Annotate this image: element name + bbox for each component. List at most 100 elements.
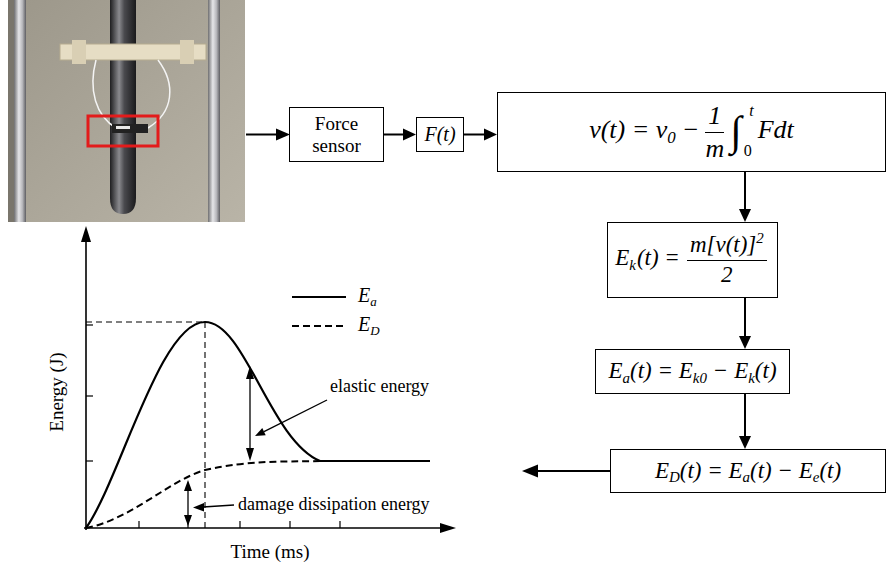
node-content: Ek(t) =m[v(t)]22: [615, 232, 770, 288]
math-text: m: [705, 134, 724, 163]
label-text: Energy (J): [46, 352, 67, 431]
math-text: m[v(t)]: [690, 232, 756, 257]
arrow-line: [246, 134, 278, 136]
subscript: a: [623, 370, 630, 386]
math-text: (t): [755, 358, 777, 383]
clamp-block: [180, 40, 194, 64]
arrow-head: [739, 436, 751, 449]
label-text: Time (ms): [230, 541, 309, 562]
photo-background: [8, 0, 245, 222]
guide-line: [204, 322, 205, 528]
connector: [739, 172, 751, 222]
math-text: E: [608, 358, 622, 383]
leader-arrow: [255, 400, 327, 436]
damage-double-arrow: [184, 480, 192, 526]
leader-line: [203, 505, 234, 507]
math-text: 2: [721, 262, 733, 287]
label-text: E: [358, 284, 370, 306]
numerator: m[v(t)]2: [687, 232, 767, 259]
subscript: k0: [693, 370, 707, 386]
formula-box: ED(t) = Ea(t) − Ee(t): [610, 449, 886, 493]
connector-line: [744, 394, 746, 438]
sensor-highlight: [116, 126, 130, 129]
arrow-head: [246, 448, 254, 461]
test-photo: [8, 0, 245, 222]
connector: [739, 394, 751, 449]
guide-rod: [14, 0, 26, 222]
ea-curve: [86, 322, 430, 528]
formula-box: Ek(t) =m[v(t)]22: [607, 222, 778, 298]
math-text: − E: [713, 358, 748, 383]
subscript: D: [669, 469, 680, 485]
subscript: k: [748, 370, 755, 386]
denominator: m: [705, 132, 724, 164]
connector-line: [744, 298, 746, 338]
formula-box: Ea(t) = Ek0 − Ek(t): [595, 349, 790, 394]
legend-label: ED: [358, 313, 380, 335]
superscript: 2: [756, 230, 763, 246]
force-sensor: [112, 124, 148, 133]
arrow-head: [403, 129, 416, 141]
connector: [464, 129, 497, 141]
fraction: m[v(t)]22: [687, 232, 767, 288]
subscript: 0: [667, 128, 675, 147]
subscript: k: [629, 257, 636, 273]
annotation: elastic energy: [330, 377, 429, 397]
math-text: Fdt: [758, 115, 794, 144]
tick: [86, 395, 93, 396]
upper-limit: t: [749, 103, 753, 119]
arrow-line: [187, 490, 188, 516]
axis-arrow: [81, 226, 91, 242]
connector-line: [384, 134, 405, 136]
subscript: e: [813, 469, 820, 485]
leader-arrow: [193, 503, 234, 512]
connector: [384, 129, 416, 141]
numerator: 1: [705, 101, 724, 132]
drop-tube: [110, 0, 136, 214]
annotation: damage dissipation energy: [238, 495, 430, 515]
label-text: damage dissipation energy: [238, 494, 430, 514]
guide-line: [86, 321, 205, 322]
math-text: (t) =: [637, 245, 680, 270]
node-content: v(t) = v0−1m∫t0Fdt: [589, 101, 794, 164]
arrow-head: [193, 503, 204, 512]
axis-arrow: [440, 523, 456, 533]
subscript: D: [370, 323, 379, 338]
label-text: elastic energy: [330, 376, 429, 396]
math-text: E: [615, 245, 629, 270]
arrow-head: [184, 480, 192, 491]
axis-title: Energy (J): [47, 352, 68, 431]
math-text: Force sensor: [312, 113, 361, 156]
elastic-double-arrow: [246, 366, 254, 461]
tick: [138, 521, 139, 528]
math-text: E: [655, 458, 669, 483]
arrow-head: [739, 336, 751, 349]
arrow-head: [522, 465, 538, 478]
energy-chart: [81, 226, 456, 533]
legend-line: [292, 296, 346, 298]
label-text: E: [358, 313, 370, 335]
clamp-block: [72, 40, 86, 64]
guide-rod: [208, 0, 220, 222]
subscript: a: [743, 469, 750, 485]
tick: [339, 521, 340, 528]
subscript: a: [370, 294, 377, 309]
connector-line: [464, 134, 486, 136]
integral: ∫t0: [730, 109, 753, 155]
tick: [86, 460, 93, 461]
math-text: v(t) = v: [589, 115, 667, 144]
math-text: F(t): [424, 123, 455, 145]
highlight-rectangle: [88, 116, 158, 146]
x-axis: [84, 527, 442, 529]
math-text: −: [682, 115, 700, 144]
arrow-head: [255, 428, 266, 436]
arrow-head: [739, 209, 751, 222]
sensor-wire: [93, 60, 116, 128]
math-text: 1: [708, 101, 721, 130]
arrow-head: [184, 515, 192, 526]
node-content: Force sensor: [297, 113, 376, 157]
math-text: (t) = E: [630, 358, 693, 383]
denominator: 2: [687, 260, 767, 288]
fraction: 1m: [705, 101, 724, 164]
process-box: Force sensor: [289, 107, 384, 162]
